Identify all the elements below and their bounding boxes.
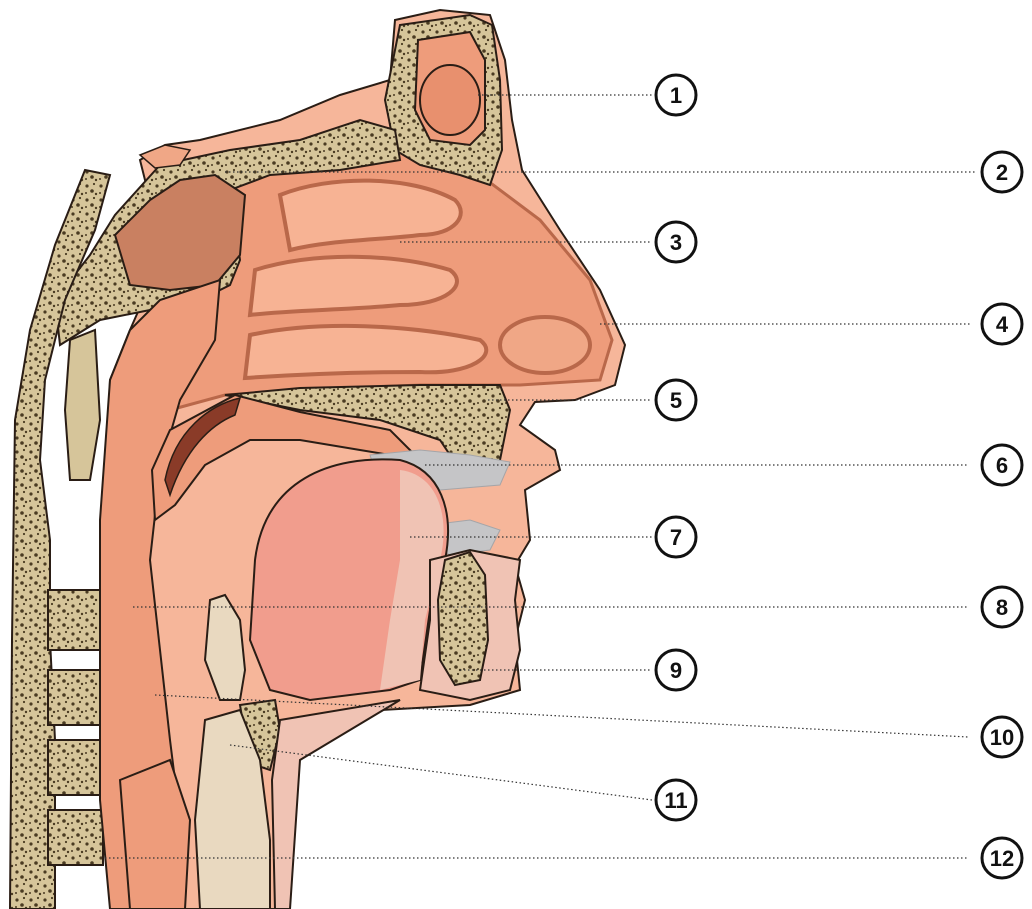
callout-12-number: 12 [990, 846, 1014, 871]
callout-2: 2 [982, 152, 1022, 192]
callout-11: 11 [656, 780, 696, 820]
larynx [195, 700, 400, 909]
callout-3-number: 3 [670, 230, 682, 255]
callout-10-number: 10 [990, 725, 1014, 750]
callout-4: 4 [982, 304, 1022, 344]
callout-5-number: 5 [670, 388, 682, 413]
callout-9-number: 9 [670, 658, 682, 683]
callout-11-number: 11 [664, 788, 687, 813]
lower-lip-and-chin [420, 550, 520, 700]
callout-7-number: 7 [670, 525, 682, 550]
callout-1-number: 1 [670, 83, 682, 108]
callout-6: 6 [982, 445, 1022, 485]
callout-8: 8 [982, 587, 1022, 627]
callout-6-number: 6 [996, 453, 1008, 478]
callout-2-number: 2 [996, 160, 1008, 185]
callout-10: 10 [982, 717, 1022, 757]
callout-7: 7 [656, 517, 696, 557]
callout-8-number: 8 [996, 595, 1008, 620]
mandible [438, 552, 488, 685]
callout-3: 3 [656, 222, 696, 262]
callout-12: 12 [982, 838, 1022, 878]
callout-1: 1 [656, 75, 696, 115]
callout-4-number: 4 [996, 312, 1009, 337]
callout-5: 5 [656, 380, 696, 420]
callout-9: 9 [656, 650, 696, 690]
